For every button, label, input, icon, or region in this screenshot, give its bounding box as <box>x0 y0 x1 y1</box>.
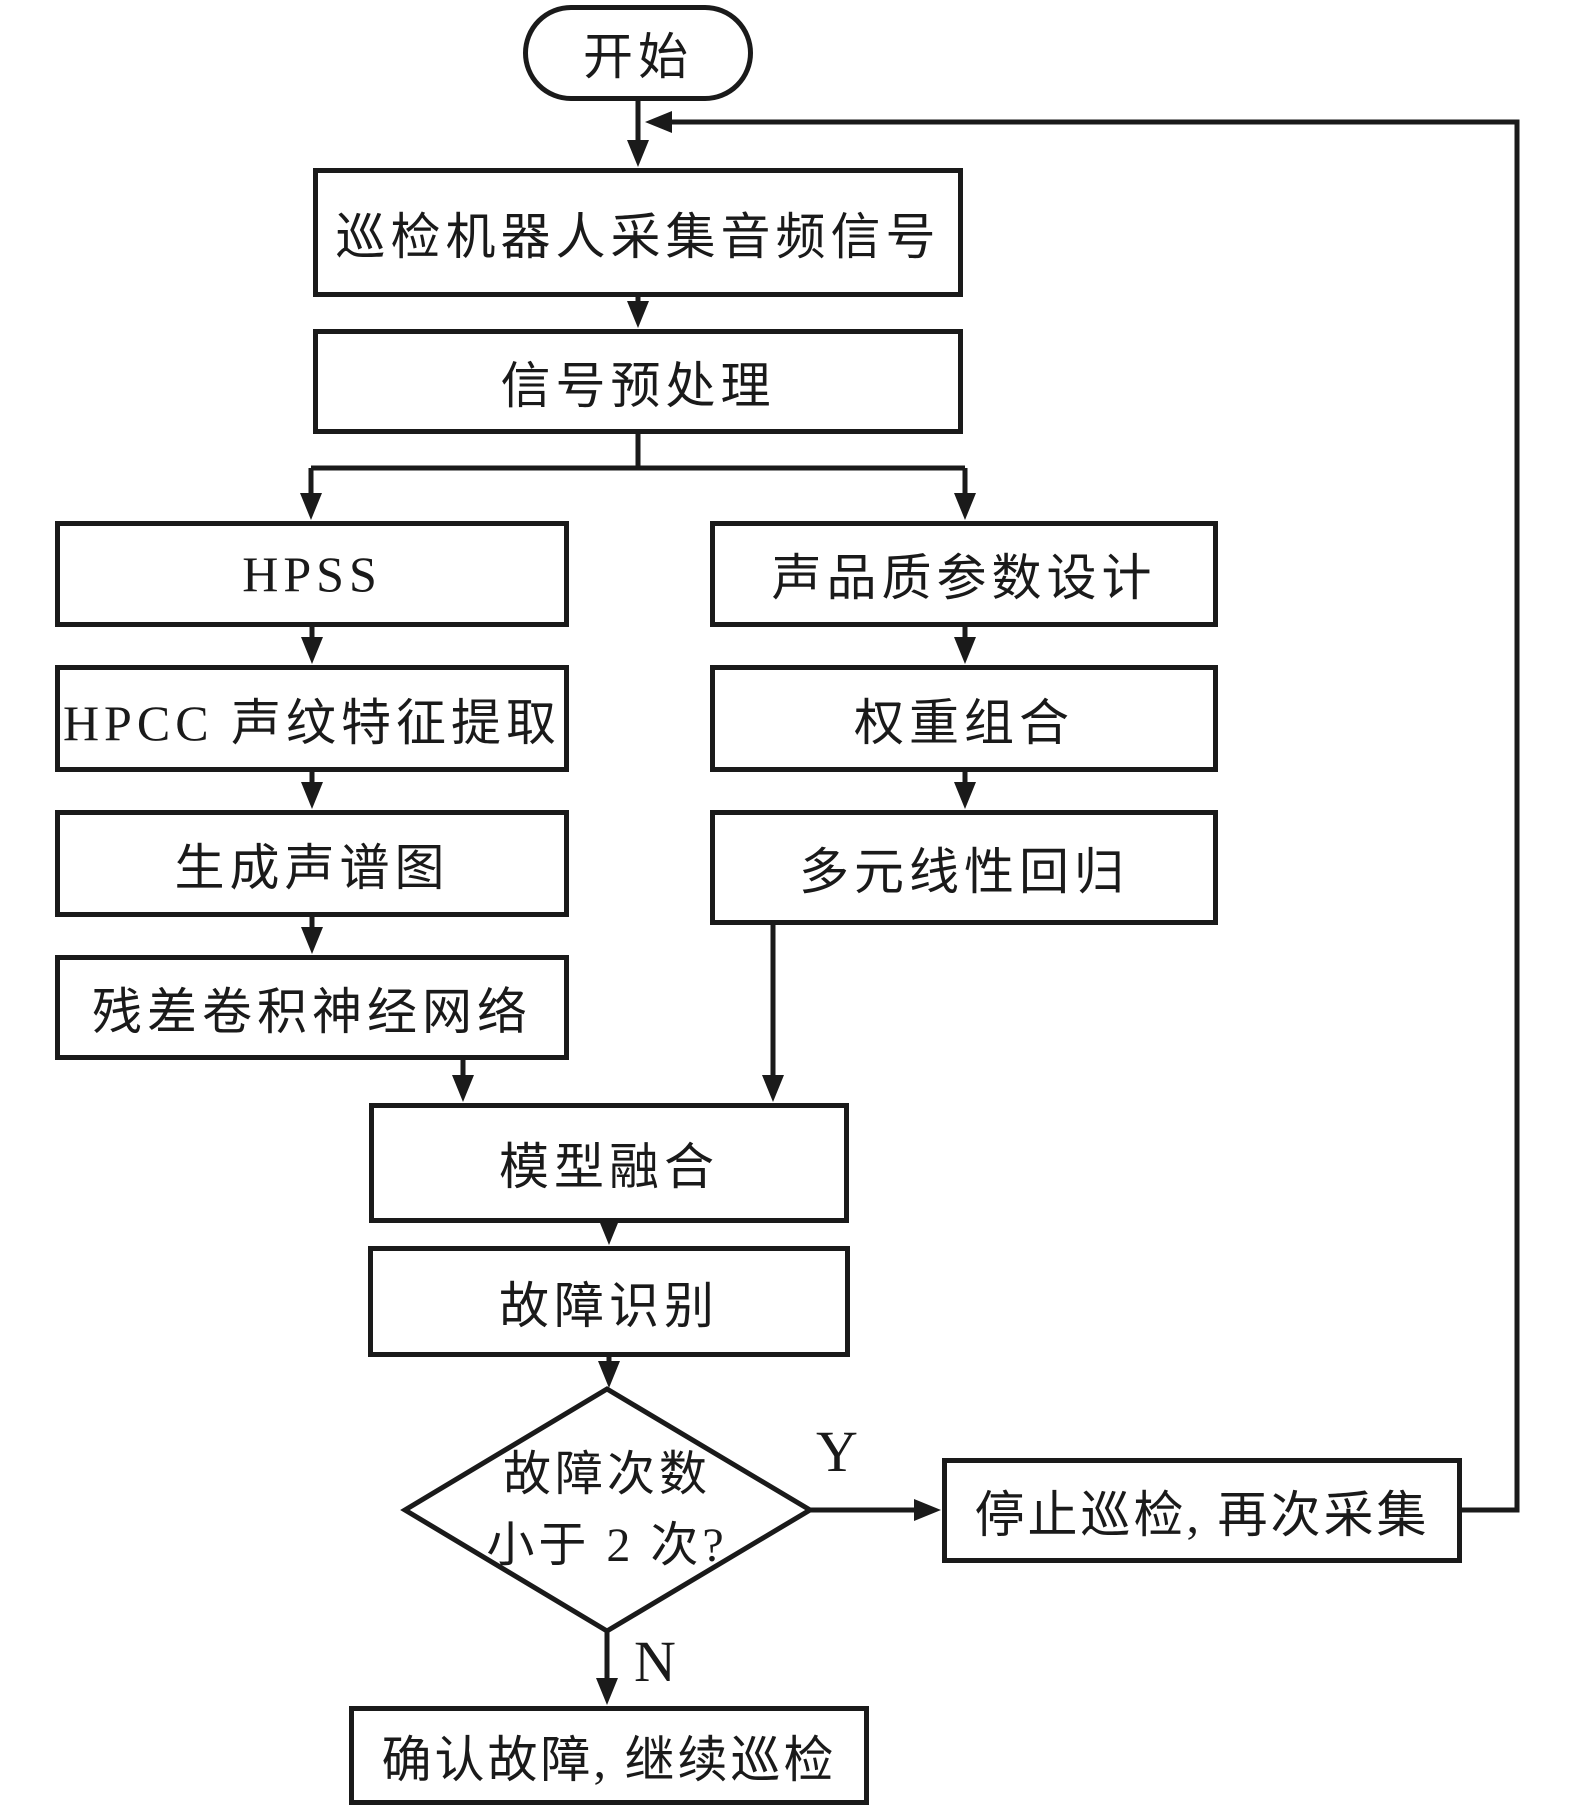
edge-hpss-to-hpcc <box>301 627 323 664</box>
edge-collect-to-preprocess <box>627 297 649 328</box>
node-sound-quality-design: 声品质参数设计 <box>710 521 1218 627</box>
node-multiple-linear-regression: 多元线性回归 <box>710 810 1218 925</box>
edge-sqdesign-to-weights <box>954 627 976 664</box>
node-multiple-linear-regression-label: 多元线性回归 <box>799 843 1129 900</box>
node-sound-quality-design-label: 声品质参数设计 <box>771 550 1157 606</box>
decision-diamond <box>400 1386 815 1634</box>
node-generate-spectrogram-label: 生成声谱图 <box>174 839 450 896</box>
node-weight-combination-label: 权重组合 <box>854 694 1074 751</box>
node-model-fusion: 模型融合 <box>369 1103 849 1223</box>
node-start-label: 开始 <box>583 29 693 85</box>
decision-line2: 小于 2 次? <box>486 1519 728 1572</box>
node-start: 开始 <box>523 5 753 101</box>
edge-weights-to-mlr <box>954 772 976 809</box>
node-confirm-fault: 确认故障, 继续巡检 <box>349 1706 869 1805</box>
edge-decision-no <box>596 1631 618 1705</box>
node-collect-audio: 巡检机器人采集音频信号 <box>313 168 963 297</box>
node-fault-identification: 故障识别 <box>368 1246 850 1357</box>
edge-hpcc-to-spectrogram <box>301 772 323 809</box>
node-model-fusion-label: 模型融合 <box>499 1139 719 1195</box>
node-hpcc-feature-extract-label: HPCC 声纹特征提取 <box>62 694 562 751</box>
decision-diamond-label: 故障次数 小于 2 次? <box>427 1424 787 1596</box>
edge-start-to-collect <box>627 100 649 167</box>
node-hpss-label: HPSS <box>242 546 382 602</box>
edge-preprocess-split <box>300 434 976 520</box>
node-stop-inspection-label: 停止巡检, 再次采集 <box>974 1486 1430 1543</box>
node-signal-preprocess-label: 信号预处理 <box>500 357 776 414</box>
edge-label-yes: Y <box>816 1419 858 1484</box>
node-signal-preprocess: 信号预处理 <box>313 329 963 434</box>
node-weight-combination: 权重组合 <box>710 665 1218 772</box>
node-stop-inspection: 停止巡检, 再次采集 <box>942 1458 1462 1563</box>
node-residual-cnn: 残差卷积神经网络 <box>55 955 569 1060</box>
node-generate-spectrogram: 生成声谱图 <box>55 810 569 917</box>
edge-faultid-to-decision <box>598 1357 620 1388</box>
node-collect-audio-label: 巡检机器人采集音频信号 <box>335 208 941 265</box>
edge-rescnn-to-fusion <box>452 1060 474 1102</box>
edge-mlr-to-fusion <box>762 925 784 1102</box>
node-hpcc-feature-extract: HPCC 声纹特征提取 <box>55 665 569 772</box>
node-residual-cnn-label: 残差卷积神经网络 <box>92 983 532 1040</box>
edge-feedback-return <box>645 111 1520 1513</box>
edge-spectrogram-to-rescnn <box>301 917 323 954</box>
edge-decision-yes <box>810 1499 941 1521</box>
node-fault-identification-label: 故障识别 <box>499 1277 719 1334</box>
edge-label-no: N <box>634 1629 676 1694</box>
node-hpss: HPSS <box>55 521 569 627</box>
decision-line1: 故障次数 <box>502 1447 711 1501</box>
node-confirm-fault-label: 确认故障, 继续巡检 <box>381 1731 837 1788</box>
